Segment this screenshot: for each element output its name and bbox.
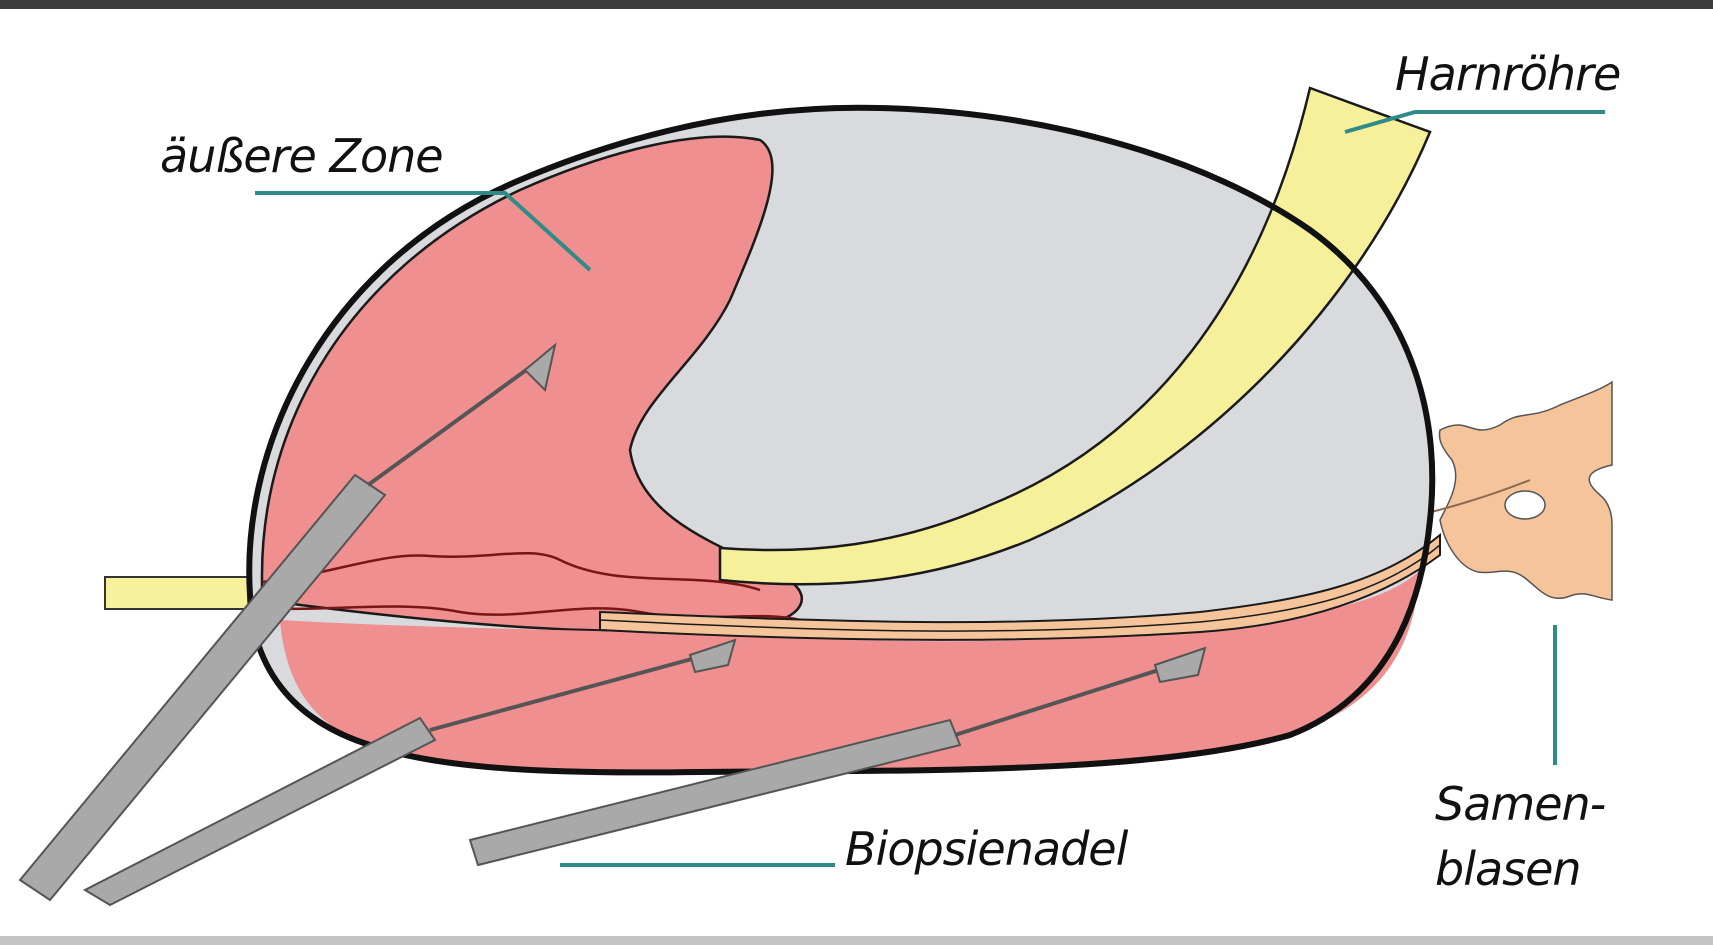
- label-outer-zone: äußere Zone: [160, 129, 443, 183]
- urethra-inlet: [105, 577, 265, 609]
- seminal-vesicles-lumen: [1505, 491, 1545, 519]
- label-seminal-vesicles-line2: blasen: [1435, 842, 1581, 896]
- label-seminal-vesicles-line1: Samen-: [1435, 777, 1605, 831]
- bottom-border: [0, 936, 1713, 945]
- label-urethra: Harnröhre: [1395, 47, 1620, 101]
- top-border: [0, 0, 1713, 9]
- label-biopsy-needle: Biopsienadel: [845, 822, 1129, 876]
